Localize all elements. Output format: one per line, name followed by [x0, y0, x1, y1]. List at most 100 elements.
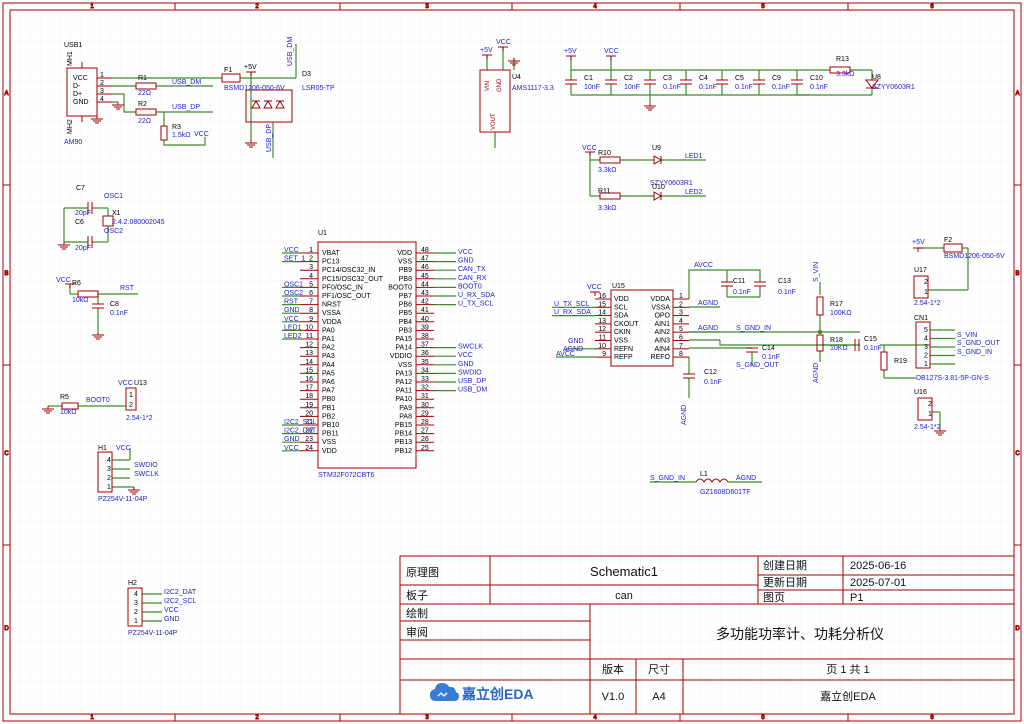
- resistor-body: [816, 334, 824, 352]
- component-symbols: [42, 46, 963, 627]
- column-label: 4: [593, 4, 597, 10]
- pin-label: CKOUT: [614, 321, 639, 328]
- value-label: 20pF: [75, 245, 91, 252]
- pin-label: VSS: [614, 338, 628, 345]
- value-label: 10kΩ: [72, 297, 89, 304]
- net-label: SET_1: [284, 256, 306, 263]
- pin-label: MH2: [67, 119, 74, 134]
- net-label: LED1: [685, 153, 703, 160]
- net-label: +5V: [912, 239, 925, 246]
- ref-label: U13: [134, 380, 147, 387]
- pin-label: VOUT: [491, 113, 497, 130]
- pin-label: PA9: [399, 405, 412, 412]
- label-version: 版本: [602, 662, 624, 676]
- pin-number: 16: [598, 293, 606, 300]
- resistor-body: [135, 82, 157, 90]
- value-label: 3.3kΩ: [836, 71, 854, 78]
- pin-number: 24: [305, 445, 313, 452]
- pin-label: PF0/OSC_IN: [322, 284, 363, 291]
- value-label: SZYY0603R1: [872, 84, 915, 91]
- net-label: VCC: [164, 607, 179, 614]
- pin-number: 8: [679, 351, 683, 358]
- pin-number: 30: [421, 402, 429, 409]
- pin-label: SCL: [614, 304, 628, 311]
- ref-label: C10: [810, 75, 823, 82]
- resistor-body: [816, 296, 824, 316]
- net-label: AGND: [563, 346, 583, 353]
- pin-label: VSSA: [322, 310, 341, 317]
- net-label: LED2: [685, 189, 703, 196]
- pin-label: PF1/OSC_OUT: [322, 293, 371, 300]
- wire: [163, 137, 206, 146]
- ref-label: R18: [830, 337, 843, 344]
- fuse-body: [221, 73, 241, 83]
- value-label: 0.1nF: [864, 345, 882, 352]
- column-label: 6: [930, 715, 934, 721]
- pin-label: VBAT: [322, 250, 340, 257]
- pin-number: 1: [134, 618, 138, 625]
- pin-label: PB8: [399, 276, 412, 283]
- pin-number: 23: [305, 436, 313, 443]
- diode-icon: [251, 99, 261, 109]
- pin-label: VDD: [397, 250, 412, 257]
- net-label: VCC: [458, 352, 473, 359]
- mcu-ic: [317, 241, 417, 469]
- pin-number: 16: [305, 376, 313, 383]
- pin-number: 2: [679, 301, 683, 308]
- pin-number: 11: [599, 335, 606, 342]
- wire: [688, 269, 761, 299]
- pin-number: 11: [306, 333, 313, 340]
- value-label: 0.1nF: [110, 310, 128, 317]
- wire: [719, 340, 860, 346]
- value-label: 100KΩ: [830, 310, 852, 317]
- net-label: SWDIO: [458, 369, 482, 376]
- diode-icon: [275, 99, 285, 109]
- ref-label: C12: [704, 369, 717, 376]
- value-label: 3.3kΩ: [598, 205, 616, 212]
- resistor-body: [160, 125, 168, 141]
- ref-label: U10: [652, 184, 665, 191]
- net-label: GND: [458, 361, 474, 368]
- pin-label: PB3: [399, 327, 412, 334]
- ref-label: C7: [76, 185, 85, 192]
- net-label: GND: [164, 616, 180, 623]
- value-label: PZ254V-11-04P: [98, 496, 148, 503]
- pin-number: 41: [421, 307, 429, 314]
- net-label: CAN_RX: [458, 275, 487, 282]
- pin-number: 1: [309, 247, 313, 254]
- net-label: +5V: [480, 47, 493, 54]
- net-label: SWCLK: [458, 344, 483, 351]
- pin-number: 22: [305, 428, 313, 435]
- value-label: 0.1nF: [810, 84, 828, 91]
- net-label: VCC: [284, 316, 299, 323]
- value-label: 22Ω: [138, 118, 151, 125]
- value-label: 0.1nF: [778, 289, 796, 296]
- pin-number: 1: [100, 72, 104, 79]
- net-label: GND: [458, 258, 474, 265]
- created-date: 2025-06-16: [850, 560, 906, 572]
- ref-label: C14: [762, 345, 775, 352]
- pin-label: VDD: [614, 296, 629, 303]
- net-label: LED2: [284, 333, 302, 340]
- value-label: 2.54-1*2: [914, 424, 941, 431]
- net-label: SWCLK: [134, 471, 159, 478]
- pin-number: 47: [421, 256, 429, 263]
- board-name: can: [615, 590, 633, 602]
- pin-label: PA1: [322, 336, 335, 343]
- net-label: OSC2: [104, 228, 123, 235]
- pin-label: PC13: [322, 259, 340, 266]
- net-label: U_TX_SCL: [554, 301, 590, 308]
- net-label: I2C2_DAT: [164, 589, 197, 596]
- row-label: C: [4, 451, 9, 457]
- pin-number: 9: [602, 351, 606, 358]
- value-label: LSR05-TP: [302, 85, 335, 92]
- pin-number: 28: [421, 419, 429, 426]
- pin-label: REFO: [651, 354, 671, 361]
- pin-number: 26: [421, 436, 429, 443]
- net-label: S_GND_IN: [957, 349, 992, 356]
- ref-label: R1: [138, 75, 147, 82]
- pin-number: 13: [305, 350, 313, 357]
- ref-label: U1: [318, 230, 327, 237]
- row-label: D: [1015, 626, 1020, 632]
- pin-label: D-: [73, 83, 81, 90]
